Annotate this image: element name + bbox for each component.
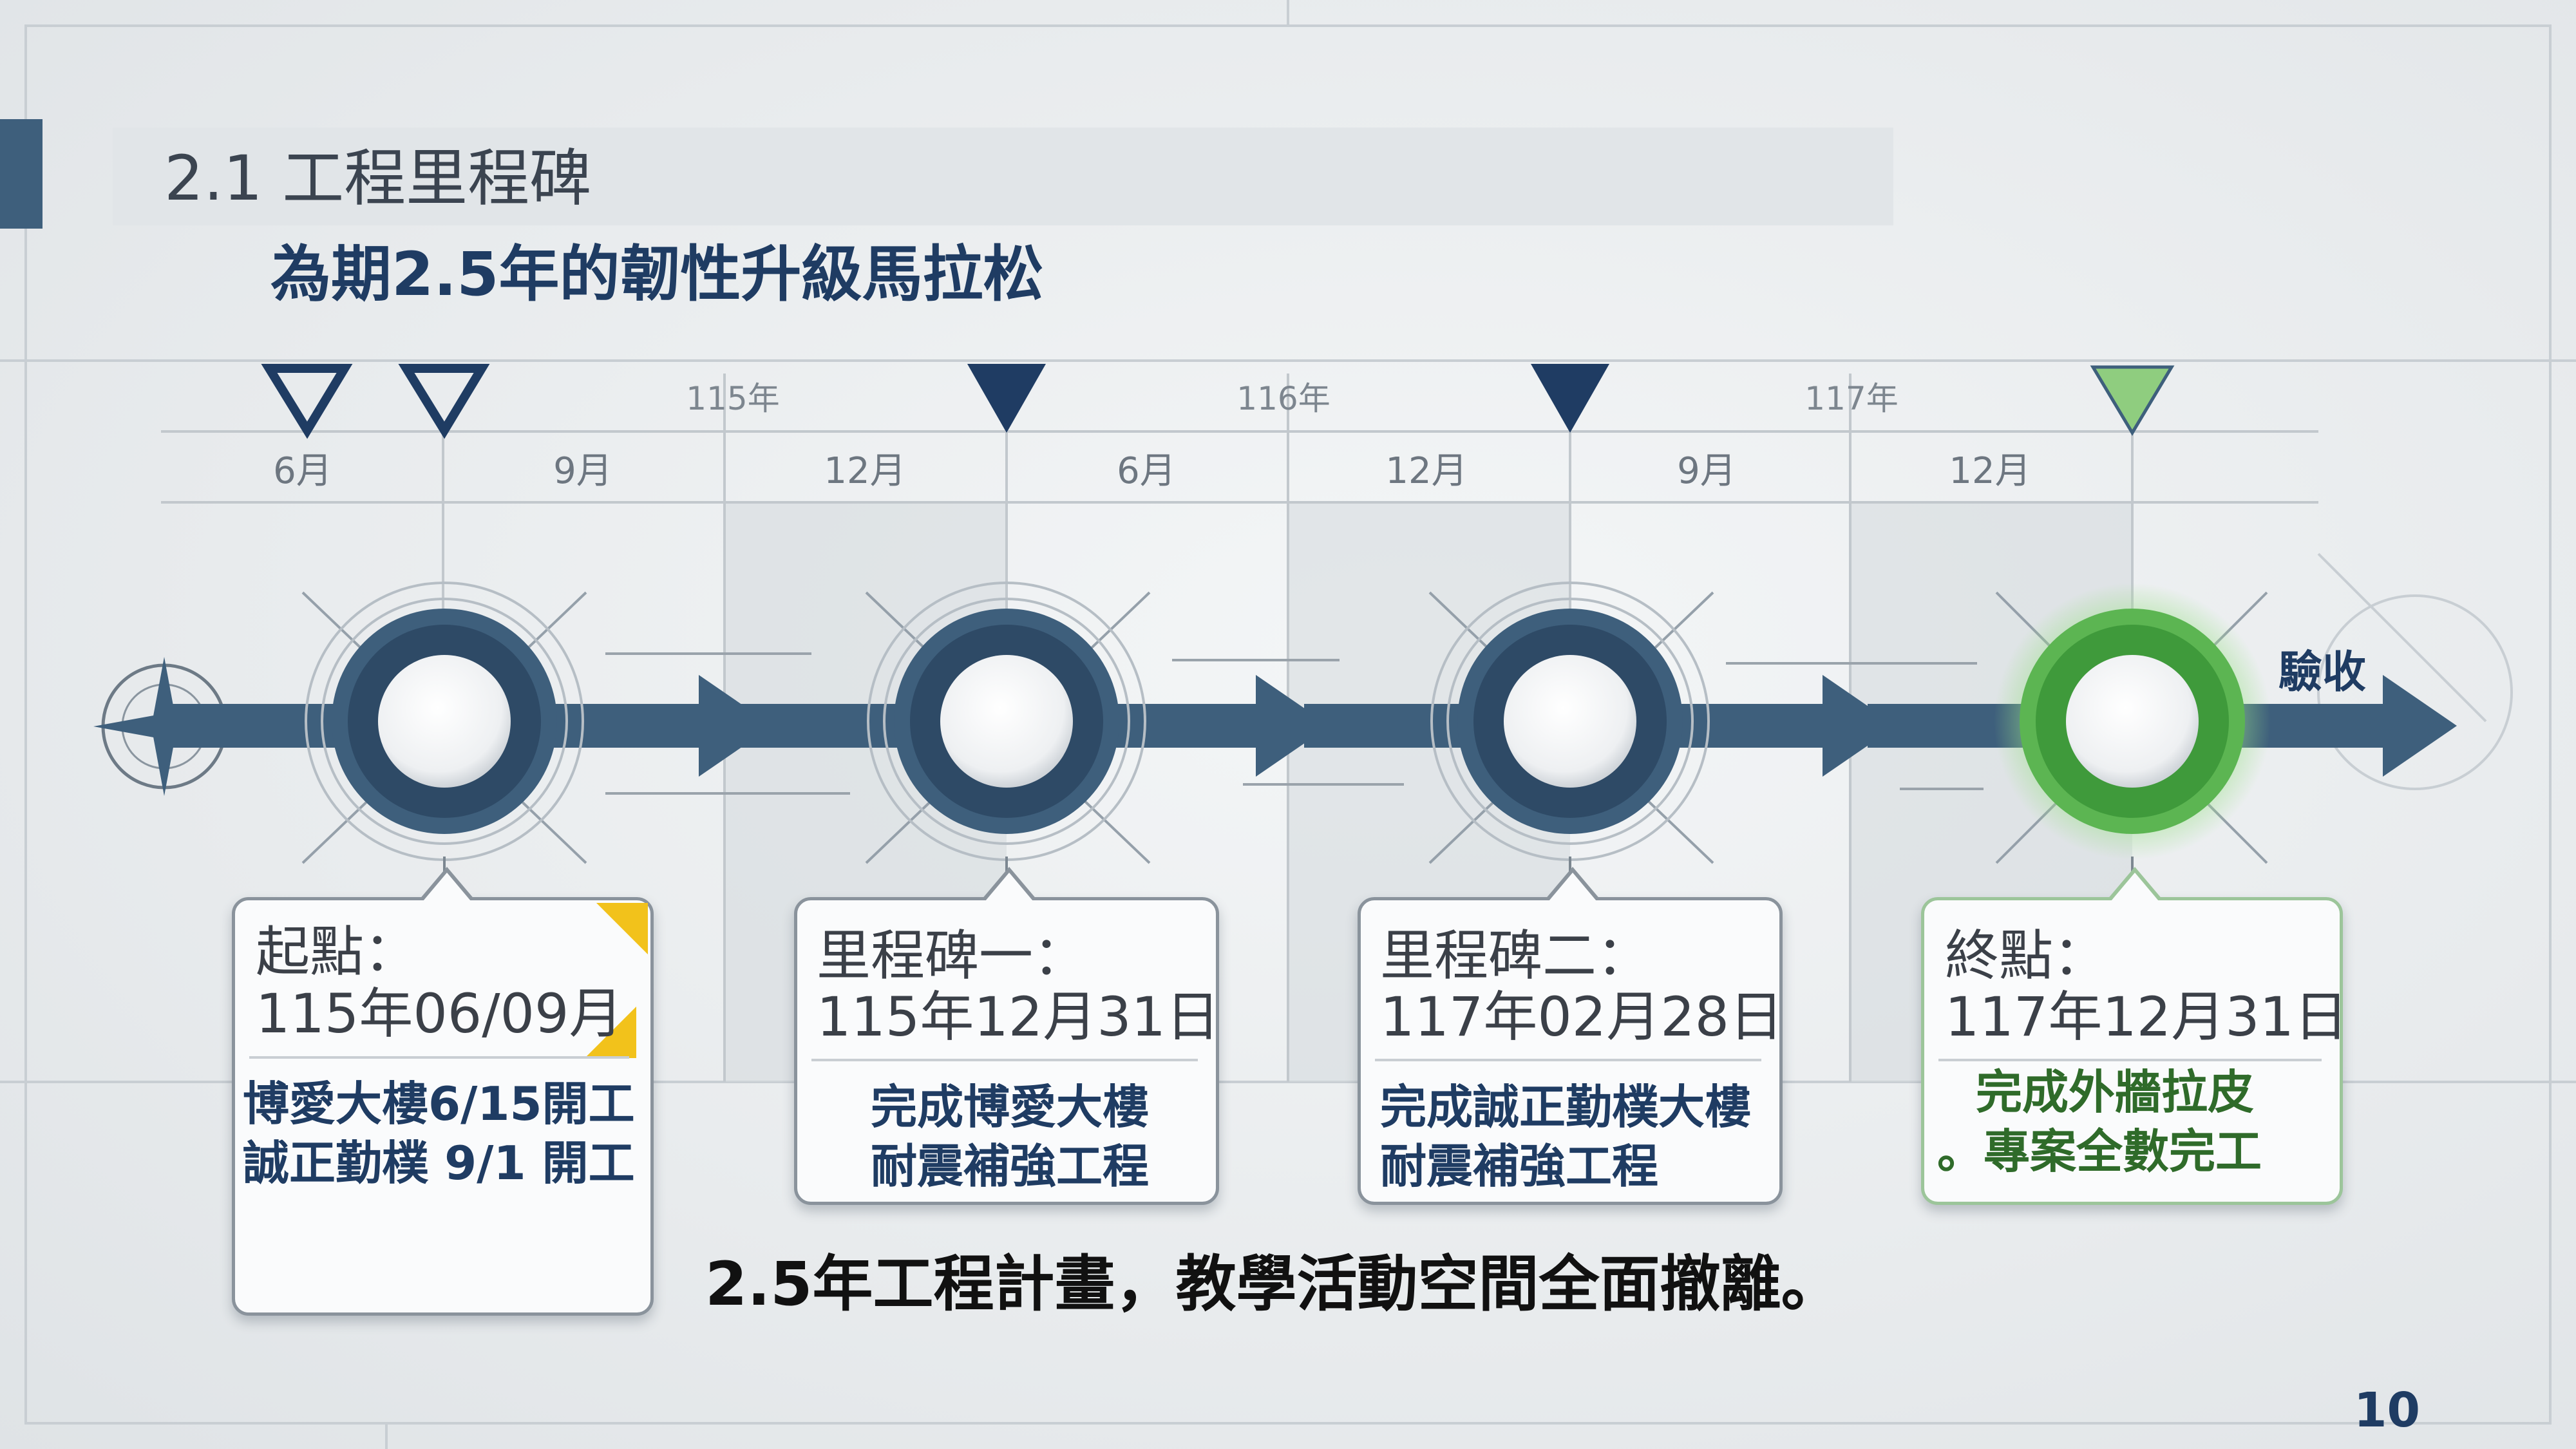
page-subtitle: 為期2.5年的韌性升級馬拉松 (270, 240, 1044, 310)
milestone-card-1: 里程碑一： 115年12月31日 完成博愛大樓 耐震補強工程 (794, 867, 1220, 1205)
corner-accent (585, 1007, 636, 1058)
milestone-title: 終點： (1945, 924, 2108, 987)
milestone-node (865, 582, 1151, 898)
milestone-desc: 耐震補強工程 (870, 1139, 1149, 1193)
dimension-lines (605, 553, 2513, 795)
milestone-card-2: 里程碑二： 117年02月28日 完成誠正勤樸大樓 耐震補強工程 (1358, 867, 1784, 1205)
milestone-date: 117年12月31日 (1945, 985, 2349, 1048)
end-marker (2090, 365, 2175, 436)
page-title: 2.1 工程里程碑 (164, 142, 592, 214)
milestone-title: 里程碑二： (1380, 924, 1651, 987)
milestone-date: 117年02月28日 (1380, 985, 1784, 1048)
acceptance-label: 驗收 (2278, 647, 2367, 698)
end-node (1994, 583, 2271, 898)
milestone-title: 起點： (256, 920, 419, 983)
month-label: 6月 (1117, 450, 1176, 492)
month-label: 12月 (824, 450, 905, 492)
month-label: 6月 (273, 450, 332, 492)
milestone-desc: 耐震補強工程 (1380, 1139, 1659, 1193)
milestone-desc: 完成博愛大樓 (870, 1080, 1149, 1134)
summary-text: 2.5年工程計畫，教學活動空間全面撤離。 (705, 1249, 1842, 1320)
milestone-title: 里程碑一： (817, 924, 1088, 987)
start-marker (398, 364, 490, 439)
milestone-node (301, 582, 587, 898)
milestone-date: 115年06/09月 (256, 982, 623, 1045)
month-label: 9月 (1677, 450, 1736, 492)
milestone-node (1428, 582, 1714, 898)
accent-bar (0, 119, 43, 229)
page-number: 10 (2354, 1383, 2420, 1438)
month-label: 9月 (553, 450, 612, 492)
milestone-desc: 誠正勤樸 9/1 開工 (243, 1136, 635, 1190)
corner-accent (596, 903, 648, 954)
year-label: 115年 (686, 380, 779, 417)
milestone-card-end: 終點： 117年12月31日 完成外牆拉皮 。專案全數完工 (1921, 867, 2348, 1205)
milestone-marker (967, 364, 1046, 433)
year-label: 116年 (1236, 380, 1330, 417)
milestone-desc: 。專案全數完工 (1937, 1124, 2262, 1179)
month-label: 12月 (1385, 450, 1467, 492)
year-label: 117年 (1804, 380, 1898, 417)
milestone-card-start: 起點： 115年06/09月 博愛大樓6/15開工 誠正勤樸 9/1 開工 (232, 867, 654, 1316)
milestone-desc: 博愛大樓6/15開工 (243, 1077, 635, 1131)
milestone-marker (1531, 364, 1609, 433)
milestone-desc: 完成外牆拉皮 (1976, 1065, 2255, 1119)
title-band (113, 128, 1893, 225)
milestone-desc: 完成誠正勤樸大樓 (1380, 1080, 1752, 1134)
month-label: 12月 (1949, 450, 2031, 492)
start-marker (261, 364, 353, 439)
milestone-date: 115年12月31日 (817, 985, 1220, 1048)
